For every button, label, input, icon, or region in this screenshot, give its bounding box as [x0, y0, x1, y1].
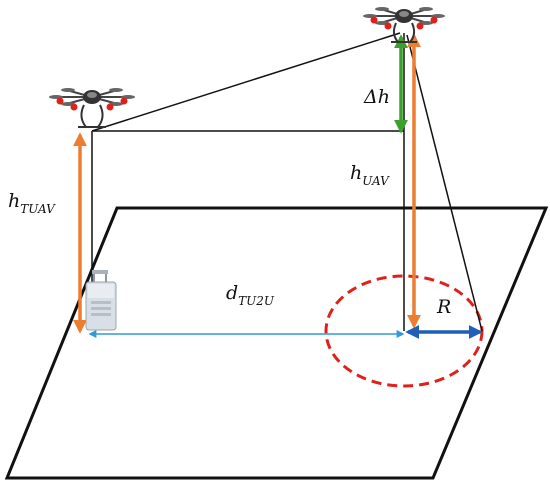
coverage-slant-line: [406, 34, 483, 332]
h-tuav-label-main: h: [8, 190, 20, 212]
h-uav-label-sub: UAV: [362, 174, 390, 188]
ground-plane: [4, 206, 549, 480]
d-tu2u-label-sub: TU2U: [238, 294, 275, 308]
quadcopter-drone-icon: [363, 7, 445, 43]
delta-h-label: Δh: [363, 86, 390, 108]
h-uav-label-main: h: [350, 162, 362, 184]
radius-label: R: [436, 296, 451, 318]
tether-line-top: [91, 32, 401, 132]
quadcopter-drone-icon: [49, 88, 135, 128]
h-uav-label: hUAV: [350, 162, 390, 188]
d-tu2u-label-main: d: [226, 282, 238, 304]
d-tu2u-label: dTU2U: [226, 282, 275, 308]
h-tuav-label: hTUAV: [8, 190, 56, 216]
h-tuav-label-sub: TUAV: [20, 202, 56, 216]
tethering-ground-station-icon: [85, 270, 117, 331]
